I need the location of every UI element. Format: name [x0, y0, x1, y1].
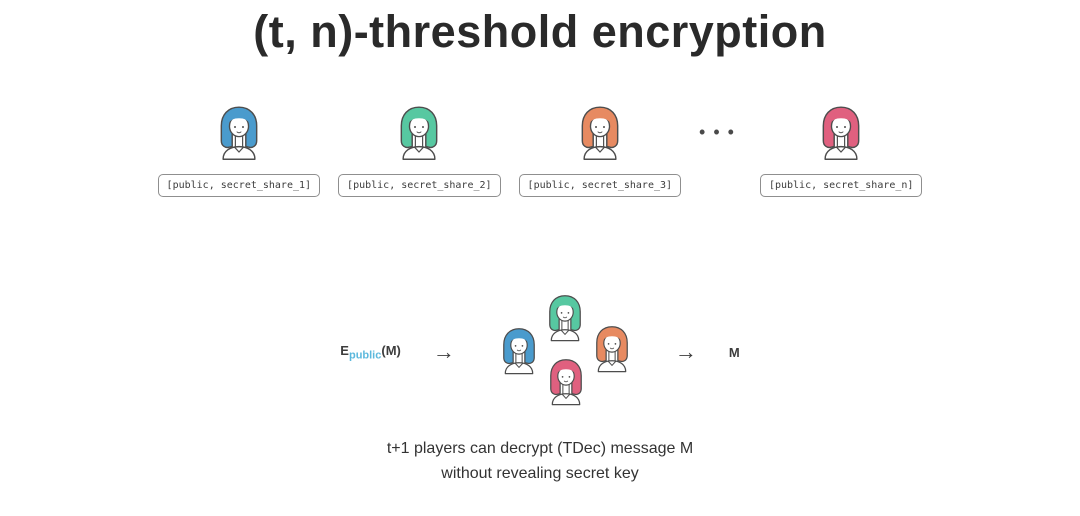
- decryption-flow: Epublic(M) → → M: [0, 293, 1080, 411]
- cluster-avatar-bottom-icon: [541, 357, 591, 407]
- players-cluster: [487, 293, 643, 411]
- player-n-avatar-icon: [812, 104, 870, 162]
- player-3: [public, secret_share_3]: [518, 104, 682, 197]
- player-3-key-label: [public, secret_share_3]: [518, 174, 682, 197]
- caption-line-1: t+1 players can decrypt (TDec) message M: [386, 440, 694, 457]
- ellipsis-icon: •••: [699, 122, 742, 142]
- encrypt-prefix: E: [340, 342, 349, 358]
- player-1-key-label: [public, secret_share_1]: [157, 174, 321, 197]
- player-2-key-label: [public, secret_share_2]: [338, 174, 501, 197]
- players-row: [public, secret_share_1] [public, secret…: [0, 104, 1080, 197]
- caption-line-2: without revealing secret key: [441, 464, 639, 482]
- player-n-key-label: [public, secret_share_n]: [759, 174, 923, 197]
- threshold-encryption-diagram: (t, n)-threshold encryption [public, sec…: [0, 6, 1080, 516]
- cluster-avatar-left-icon: [494, 326, 544, 376]
- arrow-right-icon: →: [432, 339, 455, 364]
- player-1-avatar-icon: [210, 104, 268, 162]
- encrypt-suffix: (M): [381, 342, 401, 358]
- cluster-avatar-right-icon: [587, 324, 637, 374]
- caption: t+1 players can decrypt (TDec) message M…: [0, 437, 1080, 487]
- encrypt-subscript: public: [348, 349, 382, 362]
- player-n: [public, secret_share_n]: [759, 104, 923, 197]
- decrypted-message-label: M: [728, 344, 740, 360]
- player-3-avatar-icon: [571, 104, 629, 162]
- player-2-avatar-icon: [390, 104, 448, 162]
- player-1: [public, secret_share_1]: [157, 104, 321, 197]
- arrow-right-icon: →: [674, 339, 697, 364]
- encrypted-message-label: Epublic(M): [340, 343, 401, 362]
- page-title: (t, n)-threshold encryption: [253, 6, 827, 57]
- player-2: [public, secret_share_2]: [338, 104, 501, 197]
- cluster-avatar-top-icon: [540, 293, 590, 343]
